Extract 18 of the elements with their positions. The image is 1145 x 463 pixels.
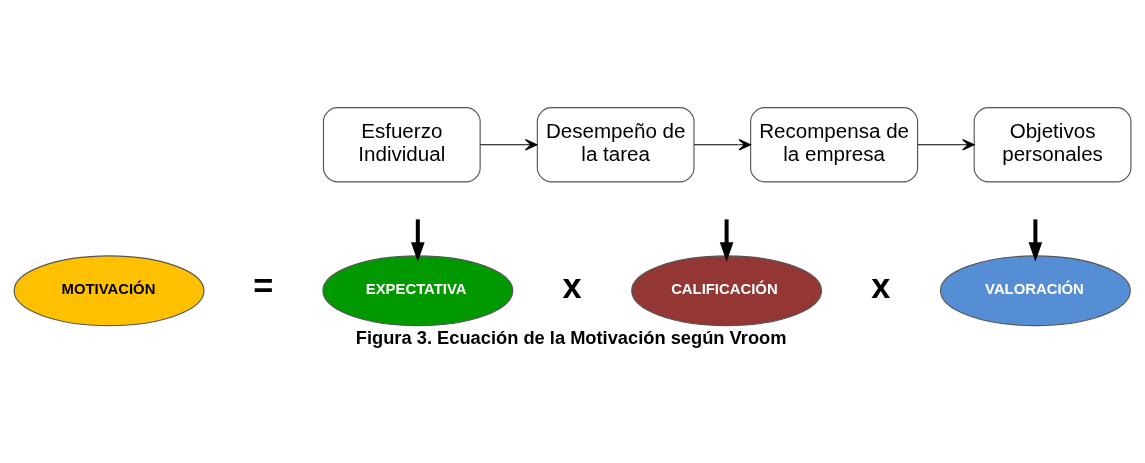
node-box: Recompensa de la empresa [750,107,919,183]
node-ellipse: MOTIVACIÓN [13,255,205,327]
node-box: Esfuerzo Individual [322,107,481,183]
caption: Figura 3. Ecuación de la Motivación según Vroom [355,326,787,348]
arrow [411,219,425,262]
arrow [479,139,538,151]
node-ellipse: CALIFICACIÓN [631,255,823,327]
arrow [693,139,752,151]
arrow [719,219,734,262]
node-box: Objetivos personales [973,107,1132,183]
label: x [562,267,582,306]
arrow [917,139,975,151]
node-box: Desempeño de la tarea [536,107,695,183]
arrow [1028,219,1043,262]
node-ellipse: EXPECTATIVA [322,255,514,327]
label: = [253,267,274,306]
label: x [871,267,891,306]
node-ellipse: VALORACIÓN [939,255,1131,327]
